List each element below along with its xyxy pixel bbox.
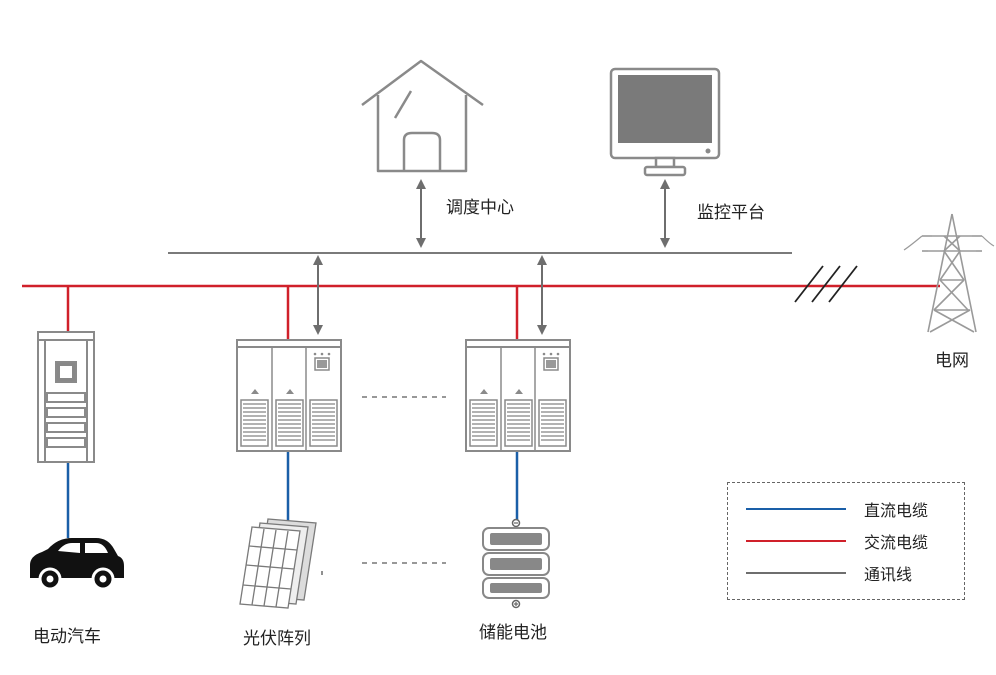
legend-swatch-comm bbox=[746, 572, 846, 574]
power-tower-icon bbox=[903, 213, 995, 333]
solar-panel-icon bbox=[239, 518, 323, 609]
legend-item-dc: 直流电缆 bbox=[746, 497, 928, 521]
legend: 直流电缆 交流电缆 通讯线 bbox=[727, 482, 965, 600]
battery-stack-icon bbox=[482, 518, 550, 609]
ev-charger-icon bbox=[37, 331, 95, 463]
legend-item-comm: 通讯线 bbox=[746, 561, 912, 585]
monitoring-platform-label: 监控平台 bbox=[697, 203, 765, 223]
pv-inverter-cabinet-icon bbox=[236, 339, 342, 452]
ac-drop-lines bbox=[66, 286, 519, 340]
grid-label: 电网 bbox=[935, 351, 969, 371]
continuation-dashes bbox=[362, 396, 446, 564]
legend-swatch-dc bbox=[746, 508, 846, 510]
legend-swatch-ac bbox=[746, 540, 846, 542]
legend-item-ac: 交流电缆 bbox=[746, 529, 928, 553]
monitor-icon bbox=[609, 67, 721, 177]
legend-label-ac: 交流电缆 bbox=[864, 533, 929, 552]
grid-break-marks bbox=[794, 265, 858, 303]
dc-lines bbox=[66, 451, 519, 538]
legend-label-comm: 通讯线 bbox=[864, 565, 913, 584]
house-icon bbox=[361, 59, 484, 173]
legend-label-dc: 直流电缆 bbox=[864, 501, 929, 520]
electric-car-icon bbox=[30, 538, 124, 591]
energy-storage-label: 储能电池 bbox=[479, 623, 547, 643]
pv-array-label: 光伏阵列 bbox=[243, 629, 311, 649]
dispatch-center-label: 调度中心 bbox=[446, 198, 514, 218]
storage-inverter-cabinet-icon bbox=[465, 339, 571, 452]
electric-vehicle-label: 电动汽车 bbox=[33, 627, 101, 647]
comm-arrows bbox=[313, 179, 670, 335]
